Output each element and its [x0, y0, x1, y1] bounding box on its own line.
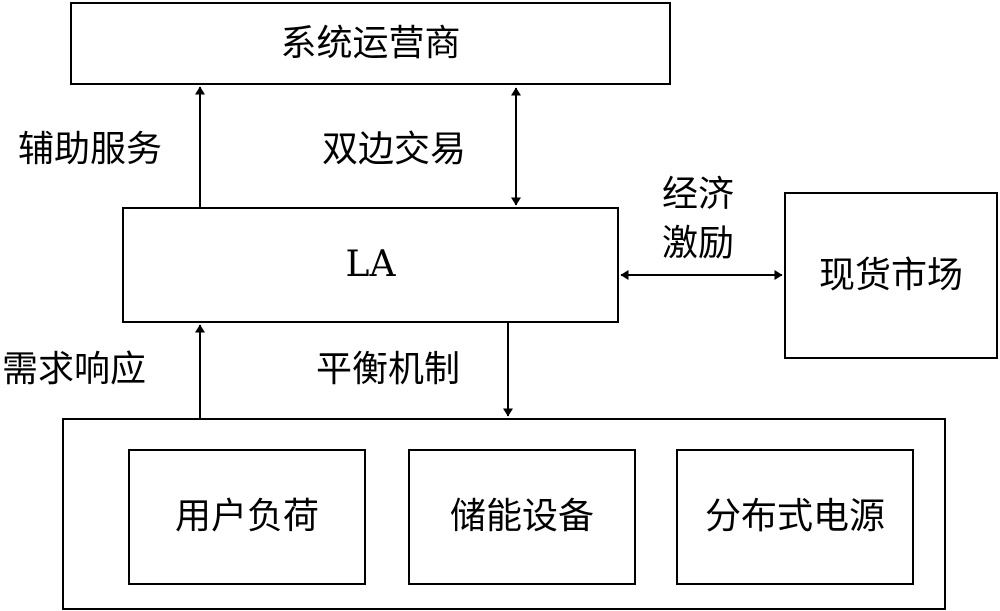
- system-operator-label: 系统运营商: [280, 22, 461, 64]
- distributed-power-box: 分布式电源: [676, 449, 914, 585]
- storage-label: 储能设备: [449, 496, 594, 537]
- storage-box: 储能设备: [408, 449, 636, 585]
- demand-response-label: 需求响应: [2, 349, 147, 390]
- la-box: LA: [122, 207, 619, 323]
- economic-incentive-label-1: 经济: [662, 174, 735, 215]
- spot-market-label: 现货市场: [818, 254, 963, 296]
- ancillary-services-label: 辅助服务: [18, 129, 163, 170]
- distributed-power-label: 分布式电源: [704, 496, 885, 537]
- la-label: LA: [345, 244, 396, 285]
- economic-incentive-label-2: 激励: [662, 223, 735, 264]
- balancing-mechanism-label: 平衡机制: [316, 349, 461, 390]
- spot-market-box: 现货市场: [784, 192, 998, 359]
- user-load-box: 用户负荷: [128, 449, 366, 585]
- system-operator-box: 系统运营商: [70, 2, 671, 85]
- bilateral-trading-label: 双边交易: [322, 129, 467, 170]
- user-load-label: 用户负荷: [174, 496, 319, 537]
